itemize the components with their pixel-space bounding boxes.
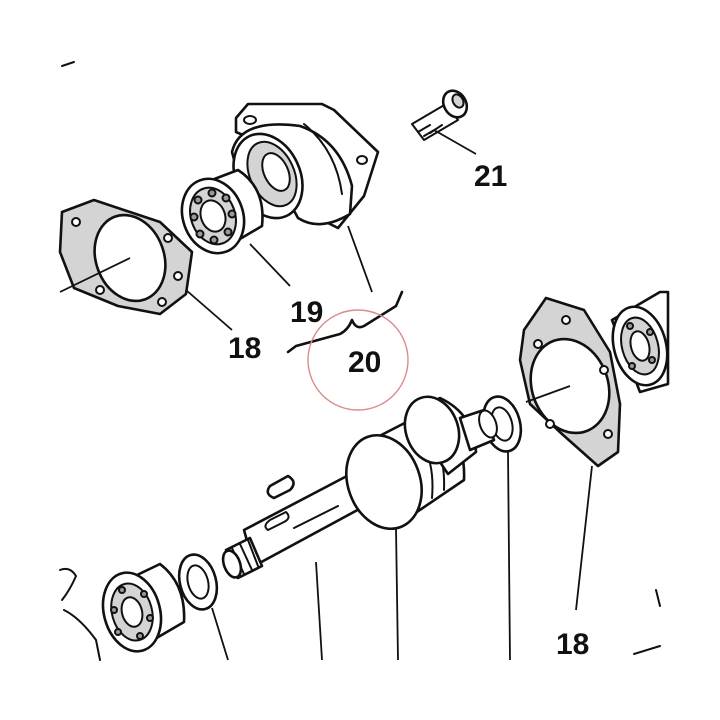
leader-washer-lower xyxy=(211,607,229,661)
highlight-circle xyxy=(307,309,409,411)
bearing-part-19 xyxy=(180,168,264,255)
leader-19 xyxy=(249,243,291,287)
leader-hub xyxy=(395,527,399,661)
bearing-right-partial xyxy=(610,290,670,394)
bolt-part-21 xyxy=(411,89,469,141)
gasket-part-18-left xyxy=(58,198,194,316)
label-20: 20 xyxy=(348,346,381,379)
label-21: 21 xyxy=(474,160,507,193)
edge-mark-right-lower xyxy=(633,645,661,655)
leader-18-left xyxy=(185,289,233,331)
label-18-right: 18 xyxy=(556,628,589,661)
housing-part-20 xyxy=(230,102,380,230)
brace-20 xyxy=(286,290,404,354)
label-18-left: 18 xyxy=(228,332,261,365)
shaft xyxy=(221,395,498,580)
leader-washer-upper xyxy=(507,451,511,661)
washer-lower xyxy=(177,553,219,611)
edge-mark xyxy=(61,61,75,67)
leader-key xyxy=(315,561,323,661)
bearing-lower-left xyxy=(101,562,186,653)
edge-mark-right xyxy=(655,589,661,607)
gasket-part-18-right xyxy=(518,296,622,468)
label-19: 19 xyxy=(290,296,323,329)
key xyxy=(266,474,295,500)
leader-21 xyxy=(433,129,477,155)
casing-fragment xyxy=(59,567,101,661)
leader-20-upper xyxy=(347,225,373,293)
leader-18-right xyxy=(575,465,593,611)
